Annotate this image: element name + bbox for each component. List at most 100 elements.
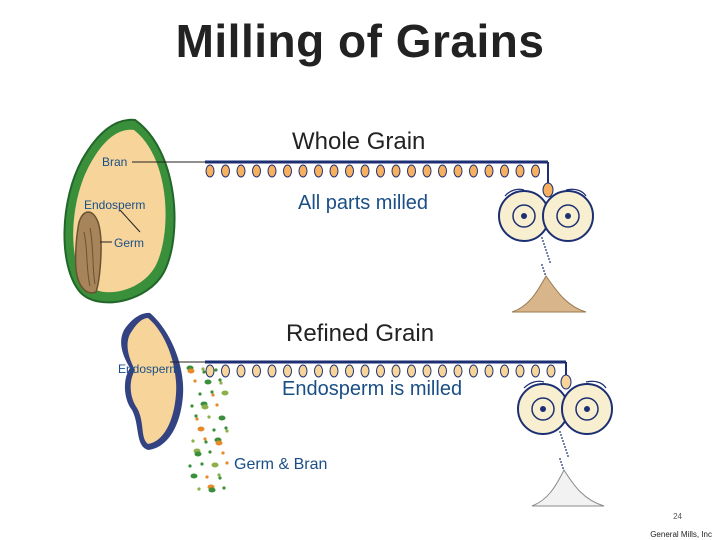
- germ-particle: [222, 486, 226, 490]
- germ-particle: [190, 404, 194, 408]
- bran-particle: [218, 415, 226, 421]
- flour-speck: [549, 261, 551, 263]
- conveyor-grain: [546, 364, 556, 378]
- conveyor-grain: [221, 364, 230, 378]
- germ-particle: [207, 415, 211, 419]
- germ-label: Germ: [114, 236, 144, 250]
- flour-speck: [544, 246, 546, 248]
- flour-speck: [548, 258, 550, 260]
- germ-particle: [197, 487, 201, 491]
- flour-pile-whole: [511, 275, 587, 313]
- flour-speck: [543, 270, 545, 272]
- conveyor-grain: [314, 164, 323, 178]
- germ-particle: [224, 426, 228, 430]
- germ-particle: [210, 390, 214, 394]
- germ-particle: [200, 462, 204, 466]
- germ-particle: [221, 451, 225, 455]
- germ-particle: [202, 370, 206, 374]
- conveyor-grain: [329, 364, 339, 378]
- grain-drop-refined: [560, 374, 572, 390]
- conveyor-chain-refined: [205, 364, 556, 378]
- conveyor-grain: [391, 364, 401, 378]
- conveyor-grain: [236, 364, 246, 378]
- germ-particle: [218, 378, 222, 382]
- germ-particle: [188, 464, 192, 468]
- conveyor-grain: [484, 364, 494, 378]
- germ-bran-particles: [186, 365, 229, 493]
- conveyor-grain: [298, 164, 308, 178]
- conveyor-grain: [329, 164, 339, 178]
- conveyor-grain: [500, 364, 509, 378]
- conveyor-grain: [267, 164, 277, 178]
- germ-particle: [194, 414, 198, 418]
- conveyor-grain: [205, 164, 215, 178]
- bran-particle: [221, 390, 229, 396]
- conveyor-grain: [298, 364, 308, 378]
- flour-speck: [541, 264, 543, 266]
- germ-particle: [204, 440, 208, 444]
- flour-speck: [546, 252, 548, 254]
- flour-speck: [562, 440, 564, 442]
- bran-particle: [190, 473, 198, 479]
- bran-particle: [211, 462, 219, 468]
- endosperm-label: Endosperm: [84, 198, 146, 212]
- grain-drop-whole: [542, 182, 554, 198]
- whole-grain-caption: All parts milled: [298, 192, 429, 214]
- germ-particle: [214, 368, 218, 372]
- conveyor-grain: [360, 364, 370, 378]
- germ-particle: [225, 429, 229, 433]
- flour-speck: [565, 449, 567, 451]
- conveyor-grain: [453, 164, 463, 178]
- flour-speck: [560, 461, 562, 463]
- refined-grain-heading: Refined Grain: [286, 320, 435, 347]
- conveyor-grain: [469, 364, 478, 378]
- conveyor-grain: [236, 164, 246, 178]
- flour-speck: [542, 267, 544, 269]
- conveyor-grain: [407, 364, 416, 378]
- flour-speck: [559, 431, 561, 433]
- conveyor-grain: [453, 364, 463, 378]
- flour-speck: [563, 443, 565, 445]
- conveyor-grain: [469, 164, 478, 178]
- germ-particle: [219, 381, 223, 385]
- bran-particle: [187, 368, 195, 374]
- conveyor-grain: [205, 364, 215, 378]
- flour-speck: [547, 255, 549, 257]
- germ-particle: [208, 450, 212, 454]
- conveyor-grain: [500, 164, 509, 178]
- conveyor-grain: [407, 164, 416, 178]
- bran-particle: [201, 404, 209, 410]
- refined-grain-endosperm: [121, 312, 184, 450]
- germ-particle: [212, 428, 216, 432]
- whole-grain-heading: Whole Grain: [292, 128, 426, 155]
- germ-particle: [211, 393, 215, 397]
- germ-particle: [218, 476, 222, 480]
- conveyor-grain: [221, 164, 230, 178]
- flour-speck: [545, 249, 547, 251]
- flour-speck: [561, 464, 563, 466]
- germ-particle: [195, 417, 199, 421]
- germ-particle: [205, 475, 209, 479]
- flour-speck: [564, 446, 566, 448]
- conveyor-grain: [515, 364, 525, 378]
- germ-particle: [191, 439, 195, 443]
- germ-particle: [217, 473, 221, 477]
- germ-particle: [203, 437, 207, 441]
- roller-mill-refined: [517, 380, 613, 435]
- footer-credit: General Mills, Inc: [650, 530, 712, 539]
- conveyor-grain: [391, 164, 401, 178]
- flour-speck: [562, 467, 564, 469]
- conveyor-grain: [515, 164, 525, 178]
- conveyor-grain: [422, 364, 432, 378]
- bran-particle: [208, 487, 216, 493]
- conveyor-grain: [531, 164, 540, 178]
- flour-speck: [543, 243, 545, 245]
- flour-speck: [567, 455, 569, 457]
- conveyor-grain: [345, 164, 354, 178]
- flour-speck: [566, 452, 568, 454]
- conveyor-chain-whole: [205, 164, 540, 178]
- page-number: 24: [673, 512, 682, 521]
- flour-speck: [541, 237, 543, 239]
- flour-speck: [561, 437, 563, 439]
